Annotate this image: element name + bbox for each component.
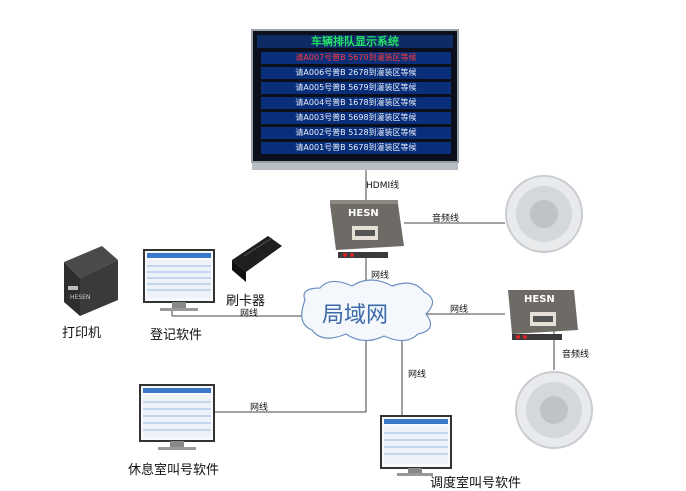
dispatch-monitor-icon (380, 415, 452, 476)
lan-label: 局域网 (322, 303, 389, 328)
board-row: 请A004号普B 1678到灌装区等候 (261, 97, 451, 109)
speaker-top-icon (505, 175, 583, 253)
controller-top-brand: HESN (348, 208, 379, 219)
board-row: 请A001号普B 5678到灌装区等候 (261, 142, 451, 154)
register-monitor-icon (143, 249, 215, 311)
controller-right-brand: HESN (524, 294, 555, 305)
card-reader-label: 刷卡器 (226, 294, 266, 309)
net-label-bottom-mid: 网线 (408, 370, 427, 380)
net-label-right: 网线 (450, 305, 469, 315)
printer-icon (64, 246, 118, 316)
hesn-controller-right (508, 290, 578, 340)
hesn-controller-top (330, 200, 404, 258)
printer-label: 打印机 (62, 326, 102, 341)
card-reader-icon (232, 236, 282, 282)
board-row: 请A003号普B 5698到灌装区等候 (261, 112, 451, 124)
lan-cloud (301, 279, 434, 342)
net-label-top: 网线 (371, 271, 390, 281)
dispatch-room-label: 调度室叫号软件 (430, 476, 522, 491)
board-row: 请A007号普B 5670到灌装区等候 (261, 52, 451, 64)
board-title: 车辆排队显示系统 (257, 35, 453, 48)
rest-monitor-icon (139, 384, 215, 450)
register-label: 登记软件 (150, 328, 203, 343)
speaker-bottom-icon (515, 371, 593, 449)
rest-room-label: 休息室叫号软件 (128, 463, 220, 478)
board-row: 请A006号普B 2678到灌装区等候 (261, 67, 451, 79)
audio-label-top: 音频线 (432, 214, 460, 224)
board-row: 请A002号普B 5128到灌装区等候 (261, 127, 451, 139)
board-row: 请A005号普B 5679到灌装区等候 (261, 82, 451, 94)
audio-label-right: 音频线 (562, 350, 590, 360)
printer-brand: HESEN (70, 294, 91, 301)
queue-display-board: 车辆排队显示系统 请A007号普B 5670到灌装区等候 请A006号普B 26… (251, 29, 459, 163)
net-label-left: 网线 (240, 309, 259, 319)
board-frame-bottom (252, 163, 458, 170)
hdmi-label: HDMI线 (366, 181, 400, 191)
net-label-bottom-left: 网线 (250, 403, 269, 413)
